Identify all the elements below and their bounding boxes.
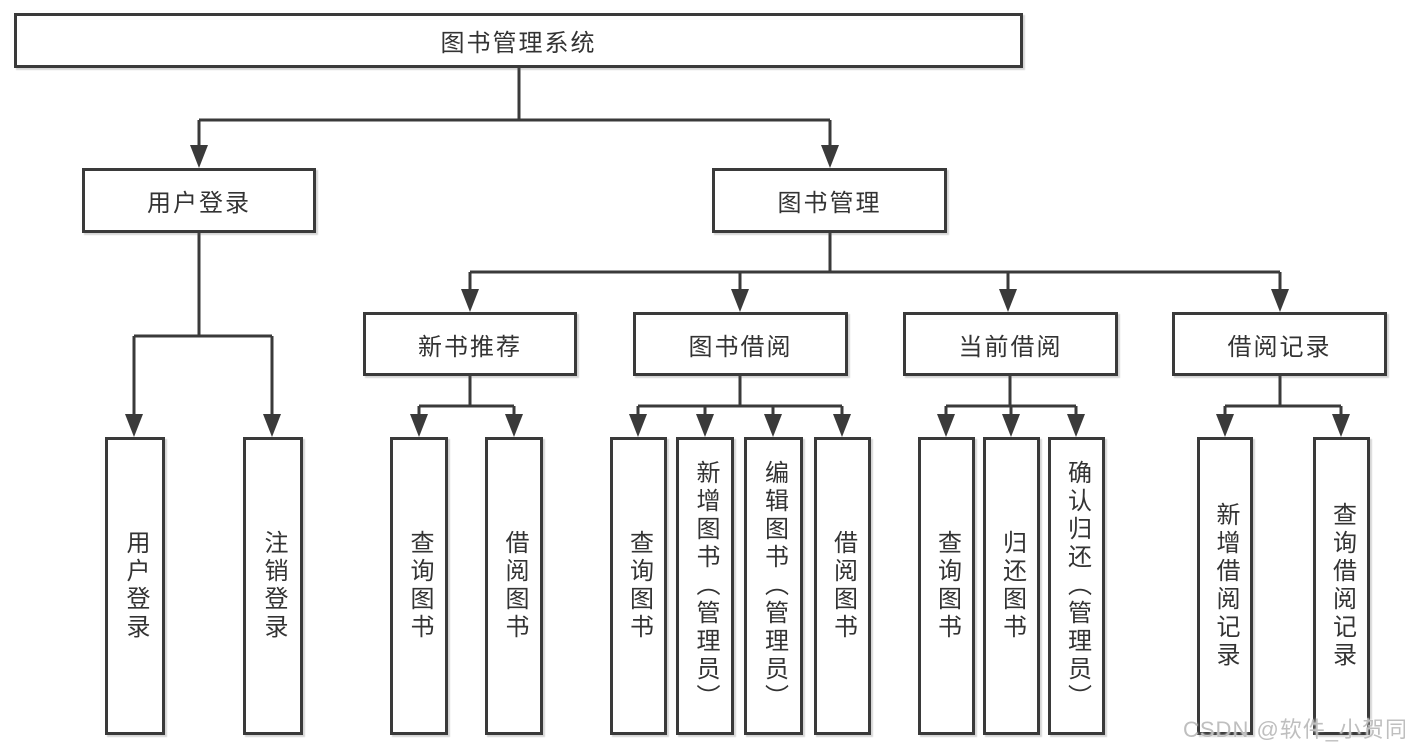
node-user-login-label: 用户登录: [147, 190, 251, 217]
leaf-borrow-add-books-admin: 新增图书（管理员）: [676, 437, 734, 735]
arrowhead-icon: [696, 414, 714, 437]
node-current-borrowing: 当前借阅: [903, 312, 1118, 376]
arrowhead-icon: [263, 414, 281, 437]
arrowhead-icon: [1002, 414, 1020, 437]
node-book-management-label: 图书管理: [777, 190, 882, 217]
arrowhead-icon: [1332, 414, 1350, 437]
arrowhead-icon: [1067, 414, 1085, 437]
arrowhead-icon: [1271, 289, 1289, 312]
arrowhead-icon: [731, 289, 749, 312]
arrowhead-icon: [125, 414, 143, 437]
connector-path: [132, 68, 1343, 420]
leaf-logout: 注销登录: [243, 437, 303, 735]
leaf-current-confirm-return-admin: 确认归还（管理员）: [1048, 437, 1105, 735]
leaf-records-query-record: 查询借阅记录: [1313, 437, 1370, 735]
node-book-management: 图书管理: [712, 168, 947, 233]
node-borrow-records: 借阅记录: [1172, 312, 1387, 376]
watermark: CSDN @软件_小贺同学: [1183, 717, 1405, 742]
arrowhead-icon: [505, 414, 523, 437]
arrowhead-icon: [999, 289, 1017, 312]
node-root-label: 图书管理系统: [440, 30, 597, 57]
node-book-borrowing-label: 图书借阅: [688, 333, 793, 361]
node-root: 图书管理系统: [14, 13, 1023, 68]
arrowhead-icon: [461, 289, 479, 312]
leaf-newbooks-borrow-books: 借阅图书: [485, 437, 543, 735]
leaf-current-query-books: 查询图书: [918, 437, 975, 735]
leaf-borrow-query-books: 查询图书: [610, 437, 667, 735]
leaf-newbooks-query-books: 查询图书: [390, 437, 448, 735]
node-new-book-recommend-label: 新书推荐: [418, 333, 522, 361]
leaf-borrow-edit-books-admin: 编辑图书（管理员）: [744, 437, 803, 735]
node-user-login: 用户登录: [82, 168, 316, 233]
node-borrow-records-label: 借阅记录: [1227, 333, 1332, 361]
node-current-borrowing-label: 当前借阅: [958, 333, 1063, 361]
node-new-book-recommend: 新书推荐: [363, 312, 577, 376]
leaf-borrow-borrow-books: 借阅图书: [814, 437, 871, 735]
leaf-records-add-record: 新增借阅记录: [1197, 437, 1253, 735]
arrowhead-icon: [833, 414, 851, 437]
arrowhead-icon: [410, 414, 428, 437]
leaf-user-login: 用户登录: [105, 437, 165, 735]
arrowhead-icon: [190, 145, 208, 168]
leaf-current-return-books: 归还图书: [983, 437, 1040, 735]
arrowhead-icon: [821, 145, 839, 168]
node-book-borrowing: 图书借阅: [633, 312, 848, 376]
arrowhead-icon: [629, 414, 647, 437]
arrowhead-icon: [764, 414, 782, 437]
arrowhead-icon: [937, 414, 955, 437]
arrowhead-icon: [1216, 414, 1234, 437]
